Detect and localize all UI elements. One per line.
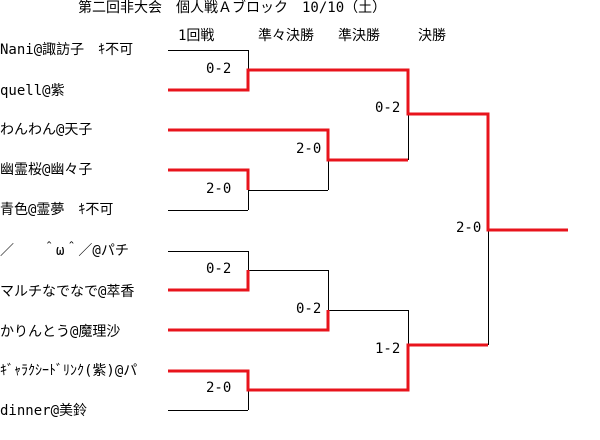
score-sf2: 1-2	[375, 341, 401, 357]
player-3: わんわん@天子	[0, 122, 93, 138]
round-label-qf: 準々決勝	[258, 28, 314, 44]
win-path-quell	[168, 68, 568, 232]
win-path-p3	[168, 128, 408, 162]
score-r1a: 0-2	[206, 61, 232, 77]
player-2: quell@紫	[0, 83, 65, 99]
player-6: ／ ＾ω＾／@パチ	[0, 243, 129, 259]
win-path-p8	[168, 310, 330, 332]
player-5: 青色@霊夢 ｷ不可	[0, 202, 114, 218]
score-r1c: 0-2	[206, 261, 232, 277]
score-r1d: 2-0	[206, 380, 232, 396]
player-7: マルチなでなで@萃香	[0, 284, 135, 300]
round-label-r1: 1回戦	[178, 28, 215, 44]
score-sf1: 0-2	[375, 100, 401, 116]
score-qf2: 0-2	[296, 301, 322, 317]
player-1: Nani@諏訪子 ｷ不可	[0, 42, 134, 58]
bracket-title: 第二回非大会 個人戦Ａブロック 10/10（土）	[78, 0, 387, 16]
score-final: 2-0	[456, 220, 482, 236]
round-label-final: 決勝	[418, 28, 446, 44]
player-8: かりんとう@魔理沙	[0, 324, 121, 340]
win-path-p7	[168, 270, 250, 292]
score-r1b: 2-0	[206, 181, 232, 197]
score-qf1: 2-0	[296, 141, 322, 157]
round-label-sf: 準決勝	[338, 28, 380, 44]
player-10: dinner@美鈴	[0, 403, 88, 419]
win-path-p4	[168, 168, 250, 190]
player-9: ｷﾞｬﾗｸｼｰﾄﾞﾘﾝｸ(紫)@パ	[0, 363, 138, 379]
win-path-p9	[168, 343, 488, 392]
player-4: 幽霊桜@幽々子	[0, 162, 93, 178]
